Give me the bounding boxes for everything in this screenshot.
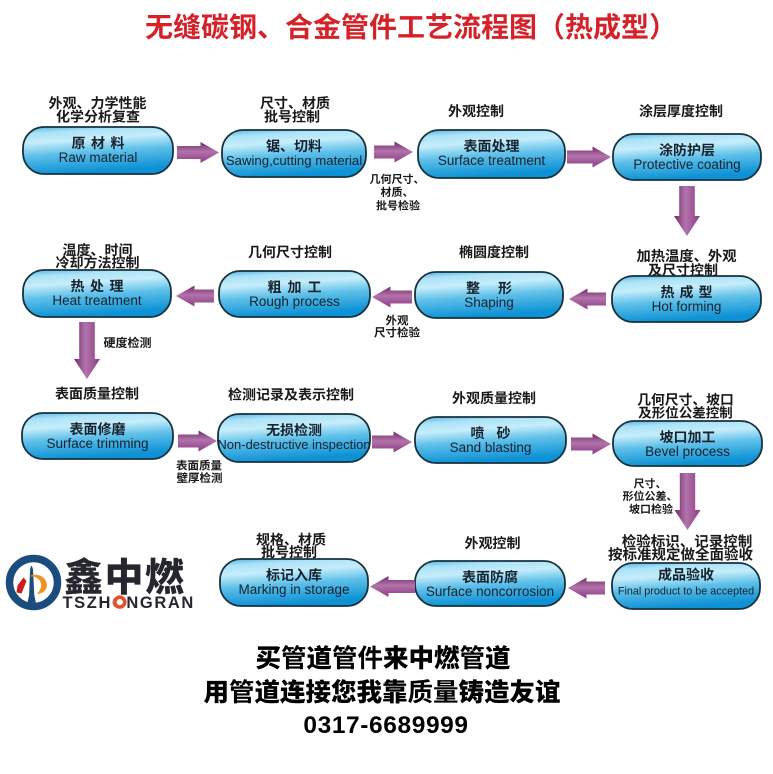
svg-text:TSZHONGRAN: TSZHONGRAN xyxy=(63,594,195,612)
svg-text:Bevel process: Bevel process xyxy=(645,444,730,459)
svg-text:Surface trimming: Surface trimming xyxy=(46,436,148,451)
svg-text:Surface noncorrosion: Surface noncorrosion xyxy=(426,584,554,599)
svg-text:Sawing,cutting material: Sawing,cutting material xyxy=(226,153,362,168)
svg-text:Marking in storage: Marking in storage xyxy=(238,582,349,597)
svg-text:Hot forming: Hot forming xyxy=(652,299,722,314)
svg-text:Shaping: Shaping xyxy=(464,295,514,310)
svg-text:Raw material: Raw material xyxy=(59,150,138,165)
svg-text:Heat treatment: Heat treatment xyxy=(52,293,142,308)
svg-text:Final product to be accepted: Final product to be accepted xyxy=(618,586,754,598)
svg-text:Rough process: Rough process xyxy=(249,294,340,309)
svg-text:Surface treatment: Surface treatment xyxy=(438,153,546,168)
svg-text:0317-6689999: 0317-6689999 xyxy=(303,712,468,739)
svg-text:Protective coating: Protective coating xyxy=(633,157,740,172)
svg-text:Sand blasting: Sand blasting xyxy=(450,440,532,455)
svg-text:Non-destructive inspection: Non-destructive inspection xyxy=(217,437,370,452)
